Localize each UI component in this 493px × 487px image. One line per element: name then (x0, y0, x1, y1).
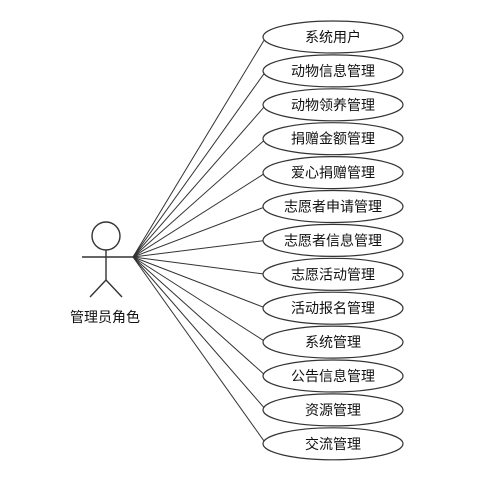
association-line (132, 256, 267, 343)
use-case: 动物信息管理 (262, 54, 404, 88)
use-cases: 系统用户动物信息管理动物领养管理捐赠金额管理爱心捐赠管理志愿者申请管理志愿者信息… (262, 20, 404, 461)
use-case: 动物领养管理 (262, 88, 404, 122)
use-case: 志愿者信息管理 (262, 223, 404, 257)
use-case-label: 资源管理 (305, 403, 361, 419)
use-case-ellipse (262, 189, 404, 224)
use-case-ellipse (262, 156, 404, 190)
association-line (132, 70, 267, 258)
use-case-label: 捐赠金额管理 (291, 132, 375, 148)
use-case-label: 活动报名管理 (291, 301, 375, 317)
use-case: 活动报名管理 (262, 291, 404, 325)
use-case-ellipse (262, 122, 404, 156)
association-line (132, 104, 267, 258)
association-line (132, 256, 267, 275)
association-line (132, 138, 267, 258)
association-lines (132, 36, 267, 445)
use-case-ellipse (262, 88, 404, 122)
use-case-ellipse (262, 54, 404, 88)
use-case: 爱心捐赠管理 (262, 156, 404, 190)
use-case-label: 志愿活动管理 (291, 267, 375, 283)
use-case-ellipse (262, 223, 404, 257)
use-case-label: 系统管理 (305, 335, 361, 351)
association-line (132, 256, 267, 411)
use-case-label: 动物信息管理 (291, 63, 375, 80)
use-case-ellipse (262, 20, 404, 54)
use-case: 公告信息管理 (262, 359, 404, 393)
use-case-label: 爱心捐赠管理 (291, 166, 375, 182)
actor-left-leg (89, 279, 107, 298)
use-case-ellipse (262, 257, 404, 291)
association-line (132, 256, 267, 445)
association-line (132, 172, 267, 258)
use-case-ellipse (262, 427, 404, 461)
use-case-label: 公告信息管理 (291, 368, 375, 385)
use-case: 志愿者申请管理 (262, 189, 404, 224)
use-case-label: 动物领养管理 (291, 98, 375, 114)
use-case-label: 志愿者信息管理 (284, 232, 382, 249)
association-line (132, 239, 267, 258)
actor-right-leg (105, 279, 123, 298)
use-case-ellipse (262, 291, 404, 325)
use-case-label: 系统用户 (305, 29, 361, 46)
actor-figure (82, 221, 133, 298)
use-case-label: 志愿者申请管理 (284, 200, 382, 216)
actor-head (91, 221, 121, 251)
use-case-ellipse (262, 393, 404, 427)
use-case: 系统管理 (262, 325, 404, 359)
association-line (132, 256, 267, 377)
use-case: 交流管理 (262, 427, 404, 461)
association-line (132, 206, 267, 258)
use-case: 捐赠金额管理 (262, 122, 404, 156)
use-case: 志愿活动管理 (262, 257, 404, 291)
use-case-label: 交流管理 (305, 436, 361, 453)
use-case: 系统用户 (262, 20, 404, 54)
association-line (132, 256, 267, 309)
use-case-ellipse (262, 325, 404, 359)
use-case: 资源管理 (262, 393, 404, 427)
association-line (132, 36, 267, 258)
use-case-ellipse (262, 359, 404, 393)
actor-label: 管理员角色 (70, 309, 140, 326)
